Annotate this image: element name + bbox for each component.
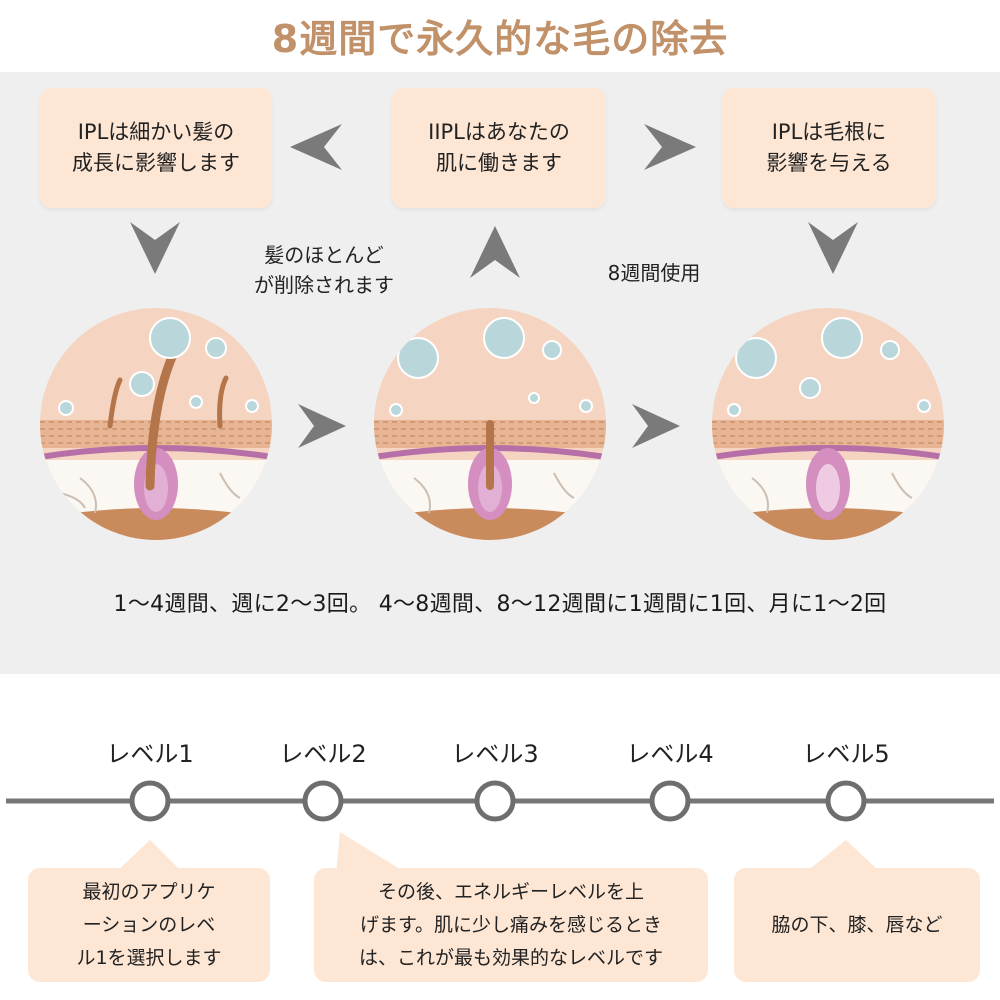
bubble-pointers [116, 832, 880, 874]
level-label-1: レベル1 [106, 740, 194, 768]
hair-removed-label: 髪のほとんど が削除されます [254, 243, 394, 297]
note-bubble-2-text: その後、エネルギーレベルを上 げます。肌に少し痛みを感じるとき は、これが最も効… [358, 880, 663, 969]
level-node-2 [302, 780, 344, 822]
note-bubble-1: 最初のアプリケ ーションのレベ ル1を選択します [28, 868, 270, 982]
weeks-used-label: 8週間使用 [607, 261, 701, 285]
note-bubble-3-text: 脇の下、膝、唇など [771, 913, 943, 936]
note-bubble-3: 脇の下、膝、唇など [734, 868, 980, 982]
step-box-2-text: IIPLはあなたの 肌に働きます [428, 120, 570, 175]
level-node-4 [649, 780, 691, 822]
skin-diagram-2 [374, 308, 606, 540]
chevron-right-icon [632, 404, 680, 448]
level-label-3: レベル3 [451, 740, 539, 768]
frequency-text: 1〜4週間、週に2〜3回。 4〜8週間、8〜12週間に1週間に1回、月に1〜2回 [113, 592, 887, 617]
note-bubble-1-text: 最初のアプリケ ーションのレベ ル1を選択します [76, 880, 222, 969]
step-box-3-text: IPLは毛根に 影響を与える [766, 120, 892, 175]
level-label-4: レベル4 [626, 740, 714, 768]
chevron-up-icon [470, 226, 520, 278]
step-box-1: IPLは細かい髪の 成長に影響します [40, 88, 272, 208]
step-box-1-text: IPLは細かい髪の 成長に影響します [72, 120, 240, 175]
level-node-1 [129, 780, 171, 822]
chevron-left-icon [290, 124, 342, 170]
level-label-5: レベル5 [802, 740, 890, 768]
page-title: 8週間で永久的な毛の除去 [271, 17, 729, 61]
skin-diagram-3 [712, 308, 944, 540]
chevron-right-icon [298, 404, 346, 448]
skin-diagram-1 [40, 308, 272, 540]
step-box-3: IPLは毛根に 影響を与える [722, 88, 936, 208]
level-node-3 [474, 780, 516, 822]
note-bubble-2: その後、エネルギーレベルを上 げます。肌に少し痛みを感じるとき は、これが最も効… [314, 868, 708, 982]
step-box-2: IIPLはあなたの 肌に働きます [392, 88, 606, 208]
chevron-down-icon [808, 222, 858, 274]
level-node-5 [825, 780, 867, 822]
level-timeline [6, 780, 994, 822]
level-label-2: レベル2 [279, 740, 367, 768]
chevron-down-icon [130, 222, 180, 274]
chevron-right-icon [644, 124, 696, 170]
